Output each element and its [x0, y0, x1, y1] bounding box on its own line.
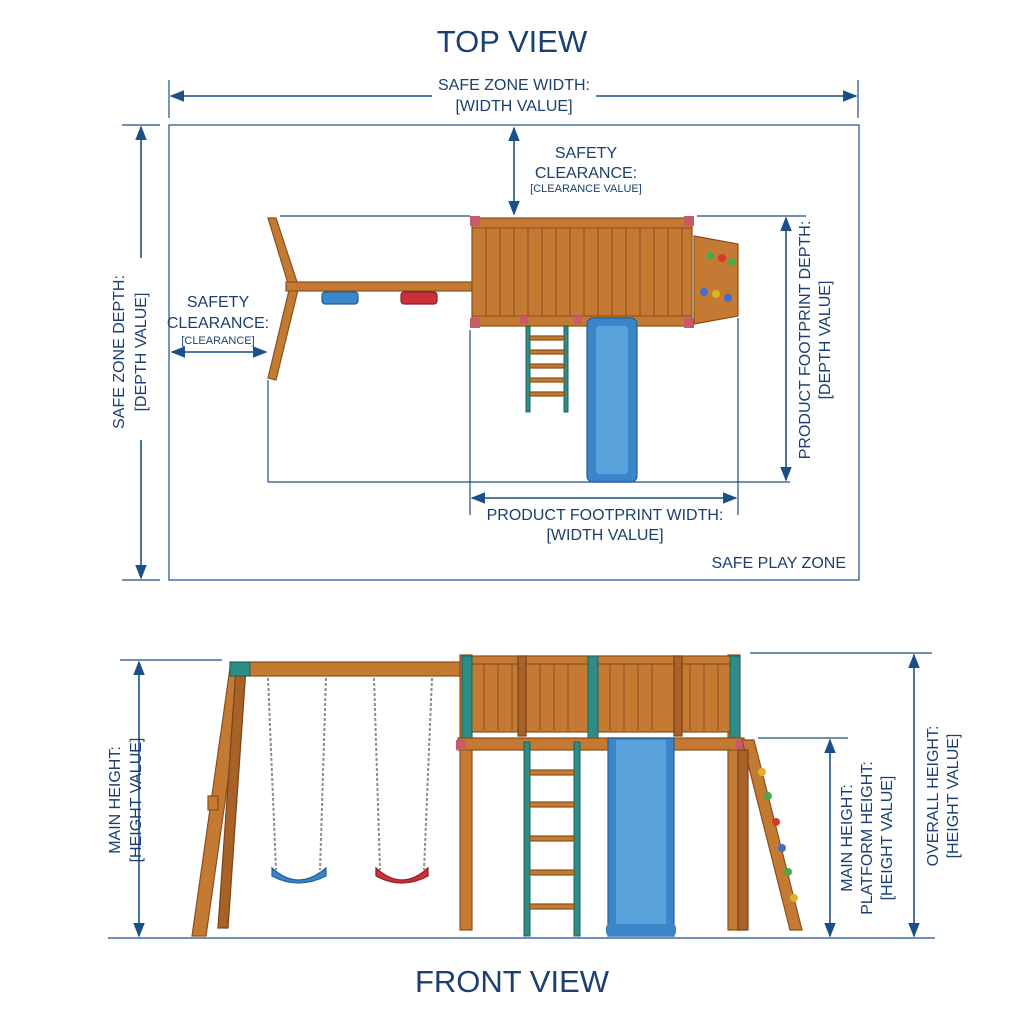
safe-zone-width-dimension: SAFE ZONE WIDTH: [WIDTH VALUE]	[168, 77, 859, 118]
safe-zone-width-value: [WIDTH VALUE]	[455, 98, 572, 115]
top-clearance-value: [CLEARANCE VALUE]	[530, 183, 642, 195]
platform-line2: PLATFORM HEIGHT:	[859, 761, 876, 915]
deck-floor-beam	[457, 737, 745, 751]
left-clearance-line1: SAFETY	[187, 294, 250, 311]
ladder-top	[525, 325, 569, 413]
red-swing-seat-top	[400, 291, 438, 305]
blue-swing-seat-top	[321, 291, 359, 305]
left-clearance-line2: CLEARANCE:	[167, 315, 269, 332]
main-height-left-label: MAIN HEIGHT:	[107, 746, 124, 854]
product-footprint-width-dimension: PRODUCT FOOTPRINT WIDTH: [WIDTH VALUE]	[470, 492, 738, 544]
climbing-wall-top	[693, 235, 739, 325]
safe-zone-depth-value: [DEPTH VALUE]	[133, 293, 150, 412]
safe-zone-width-label: SAFE ZONE WIDTH:	[438, 77, 590, 94]
deck-wall-front	[469, 657, 733, 733]
playset-top-view	[267, 216, 739, 483]
footprint-width-label: PRODUCT FOOTPRINT WIDTH:	[487, 507, 724, 524]
top-safety-clearance-dimension: SAFETY CLEARANCE: [CLEARANCE VALUE]	[508, 126, 642, 216]
product-footprint-depth-dimension: PRODUCT FOOTPRINT DEPTH: [DEPTH VALUE]	[780, 216, 834, 482]
footprint-extension-lines	[267, 215, 806, 515]
top-clearance-line1: SAFETY	[555, 145, 618, 162]
front-view-title: FRONT VIEW	[415, 964, 610, 999]
top-view-title: TOP VIEW	[437, 24, 588, 59]
playset-front-view	[191, 654, 803, 937]
platform-value: [HEIGHT VALUE]	[879, 776, 896, 901]
safe-play-zone-boundary	[168, 124, 860, 581]
ladder-front	[523, 741, 581, 937]
footprint-depth-value: [DEPTH VALUE]	[817, 281, 834, 400]
swing-aframe-bottom	[267, 285, 299, 381]
main-height-left-value: [HEIGHT VALUE]	[128, 738, 145, 863]
swing-beam-front	[229, 661, 463, 677]
overall-height-label: OVERALL HEIGHT:	[925, 726, 942, 867]
main-height-dimension: MAIN HEIGHT: [HEIGHT VALUE]	[107, 660, 145, 938]
climbing-wall-front	[741, 739, 803, 931]
platform-line1: MAIN HEIGHT:	[839, 784, 856, 892]
overall-height-value: [HEIGHT VALUE]	[945, 734, 962, 859]
swing-beam-top	[285, 281, 473, 292]
swing-aframe-top	[267, 217, 299, 291]
safe-play-zone-label: SAFE PLAY ZONE	[711, 555, 846, 572]
deck-top	[471, 217, 693, 327]
overall-height-dimension: OVERALL HEIGHT: [HEIGHT VALUE]	[908, 653, 962, 938]
platform-height-dimension: MAIN HEIGHT: PLATFORM HEIGHT: [HEIGHT VA…	[824, 738, 896, 938]
blue-swing-seat-front	[271, 866, 327, 884]
safe-zone-depth-label: SAFE ZONE DEPTH:	[111, 275, 128, 429]
red-swing-seat-front	[375, 866, 429, 884]
top-clearance-line2: CLEARANCE:	[535, 165, 637, 182]
safe-zone-depth-dimension: SAFE ZONE DEPTH: [DEPTH VALUE]	[111, 124, 160, 581]
footprint-depth-label: PRODUCT FOOTPRINT DEPTH:	[797, 221, 814, 460]
footprint-width-value: [WIDTH VALUE]	[546, 527, 663, 544]
left-clearance-value: [CLEARANCE]	[181, 335, 254, 347]
left-safety-clearance-dimension: SAFETY CLEARANCE: [CLEARANCE]	[167, 294, 269, 358]
